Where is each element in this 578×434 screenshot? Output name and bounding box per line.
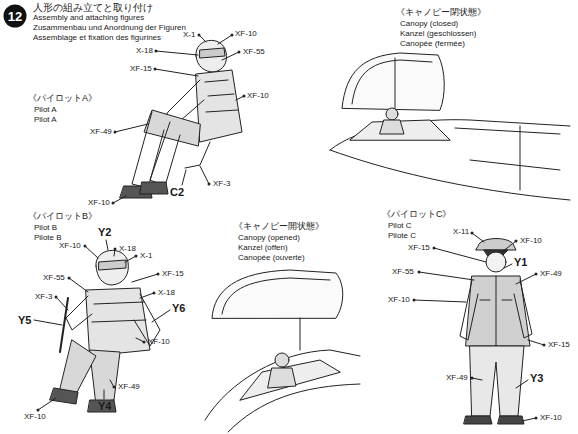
canopy-heading: Canopy (opened)	[238, 234, 300, 243]
pilot-heading: Pilot C	[388, 222, 412, 231]
paint-callout: XF-15	[548, 341, 570, 350]
canopy-heading: Kanzel (offen)	[238, 244, 288, 253]
step-number: 12	[3, 4, 27, 28]
leader-lines	[413, 232, 546, 422]
paint-callout: XF-10	[388, 296, 410, 305]
title-line: Assembly and attaching figures	[33, 14, 144, 23]
paint-callout: XF-10	[88, 199, 110, 208]
paint-callout: XF-3	[35, 293, 52, 302]
canopy-heading: Canopée (fermée)	[400, 40, 465, 49]
part-number: Y5	[18, 314, 31, 326]
paint-callout: XF-55	[43, 274, 65, 283]
part-number: Y4	[98, 400, 111, 412]
paint-callout: X-18	[119, 245, 136, 254]
paint-callout: X-1	[140, 252, 152, 261]
paint-callout: XF-55	[392, 268, 414, 277]
paint-callout: X-11	[453, 228, 469, 237]
canopy-heading: Kanzel (geschlossen)	[400, 30, 476, 39]
paint-callout: XF-10	[520, 237, 542, 246]
step-title: 人形の組み立てと取り付け	[33, 2, 153, 13]
pilot-heading: Pilot A	[34, 106, 57, 115]
canopy-heading: Canopée (ouverte)	[238, 254, 305, 263]
pilot-b-figure	[50, 250, 160, 412]
paint-callout: XF-10	[235, 30, 257, 39]
paint-callout: XF-49	[118, 383, 140, 392]
pilot-heading: Pilote C	[388, 232, 416, 241]
pilot-a-figure	[120, 40, 242, 198]
title-line: Zusammenbau und Anordnung der Figuren	[33, 24, 186, 33]
paint-callout: XF-10	[247, 92, 269, 101]
canopy-open-figure	[205, 270, 360, 432]
canopy-heading: Canopy (closed)	[400, 20, 458, 29]
pilot-heading: 《パイロットA》	[28, 94, 97, 104]
paint-callout: X-1	[183, 31, 195, 40]
paint-callout: XF-10	[148, 338, 170, 347]
paint-callout: XF-55	[243, 48, 265, 57]
title-line: Assemblage et fixation des figurines	[33, 34, 161, 43]
paint-callout: XF-15	[162, 270, 184, 279]
leader-lines	[34, 240, 170, 412]
pilot-c-figure	[460, 239, 532, 425]
paint-callout: X-18	[158, 289, 175, 298]
paint-callout: XF-49	[90, 128, 112, 137]
paint-callout: XF-10	[540, 414, 562, 423]
paint-callout: XF-10	[59, 242, 81, 251]
canopy-closed-figure	[330, 53, 570, 200]
paint-callout: XF-49	[540, 270, 562, 279]
canopy-heading: 《キャノピー閉状態》	[396, 8, 486, 18]
step-number-text: 12	[8, 10, 22, 23]
pilot-heading: Pilote B	[34, 234, 62, 243]
pilot-heading: Pilot A	[34, 116, 57, 125]
pilot-heading: 《パイロットB》	[28, 212, 97, 222]
step-circle-shape	[4, 5, 27, 28]
pilot-heading: 《パイロットC》	[382, 210, 452, 220]
canopy-heading: 《キャノピー開状態》	[234, 222, 324, 232]
part-number: Y3	[530, 372, 543, 384]
part-number: C2	[170, 186, 184, 198]
part-number: Y1	[514, 256, 527, 268]
paint-callout: XF-49	[446, 374, 468, 383]
paint-callout: XF-3	[213, 180, 230, 189]
paint-callout: XF-10	[24, 413, 46, 422]
part-number: Y2	[98, 226, 111, 238]
paint-callout: X-18	[136, 47, 153, 56]
paint-callout: XF-15	[130, 65, 152, 74]
pilot-heading: Pilot B	[34, 224, 57, 233]
leader-lines	[112, 34, 246, 205]
part-number: Y6	[172, 302, 185, 314]
paint-callout: XF-15	[408, 244, 430, 253]
